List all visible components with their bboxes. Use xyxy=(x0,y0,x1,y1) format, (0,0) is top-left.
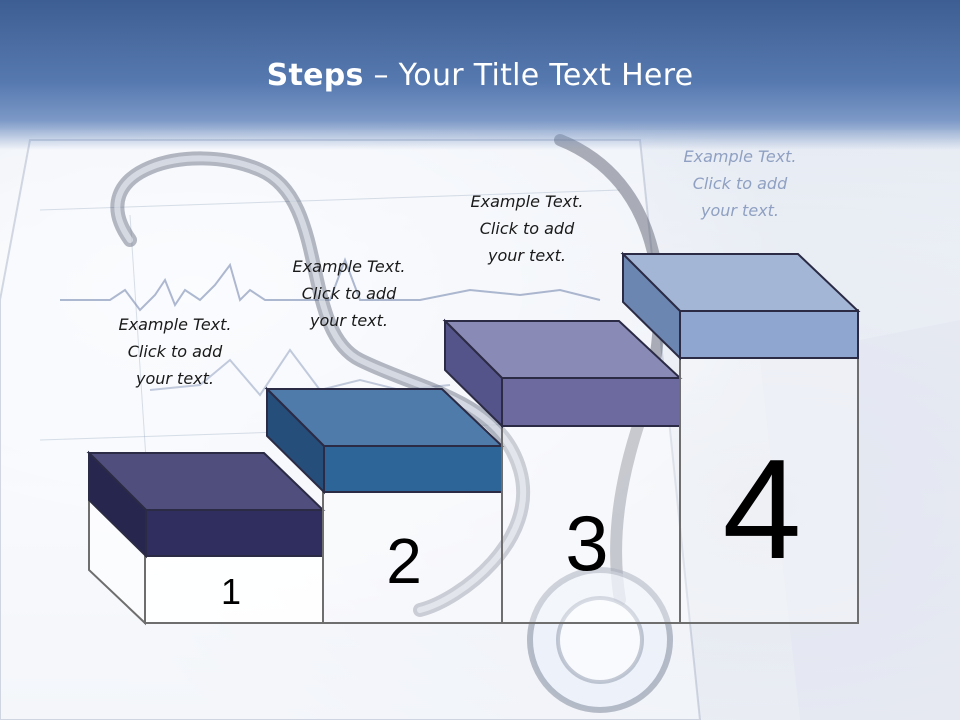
step-4-block-front xyxy=(679,310,859,359)
step-3-block-front xyxy=(501,377,681,427)
step-2[interactable]: 2 xyxy=(264,386,505,624)
step-1-text-line: Example Text. xyxy=(118,315,232,334)
step-1-block-front xyxy=(145,509,324,557)
title-bar xyxy=(0,0,960,150)
step-3-text-line: Click to add xyxy=(479,219,575,238)
step-1-text-line: Click to add xyxy=(127,342,223,361)
step-1-text[interactable]: Example Text. Click to add your text. xyxy=(85,311,265,392)
step-4-text-line: Example Text. xyxy=(683,147,797,166)
step-1-text-line: your text. xyxy=(135,369,214,388)
title-text: – Your Title Text Here xyxy=(363,58,694,93)
step-2-number: 2 xyxy=(386,525,422,597)
step-4-text-line: your text. xyxy=(700,201,779,220)
step-1[interactable]: 1 xyxy=(86,450,326,626)
step-2-block-front xyxy=(323,445,503,493)
step-4[interactable]: 4 xyxy=(620,251,861,624)
step-4-text-line: Click to add xyxy=(692,174,788,193)
step-3-number: 3 xyxy=(565,499,608,587)
step-2-text-line: your text. xyxy=(309,311,388,330)
step-3-text[interactable]: Example Text. Click to add your text. xyxy=(437,188,617,269)
step-3-text-line: Example Text. xyxy=(470,192,584,211)
step-2-text-line: Click to add xyxy=(301,284,397,303)
step-2-text-line: Example Text. xyxy=(292,257,406,276)
step-4-text[interactable]: Example Text. Click to add your text. xyxy=(650,143,830,224)
step-2-text[interactable]: Example Text. Click to add your text. xyxy=(259,253,439,334)
step-3-text-line: your text. xyxy=(487,246,566,265)
step-1-number: 1 xyxy=(221,571,241,612)
step-4-number: 4 xyxy=(723,430,802,589)
step-4-column xyxy=(679,309,859,624)
slide-title[interactable]: Steps – Your Title Text Here xyxy=(0,56,960,96)
title-bold-text: Steps xyxy=(266,58,364,93)
step-3[interactable]: 3 xyxy=(442,318,683,624)
